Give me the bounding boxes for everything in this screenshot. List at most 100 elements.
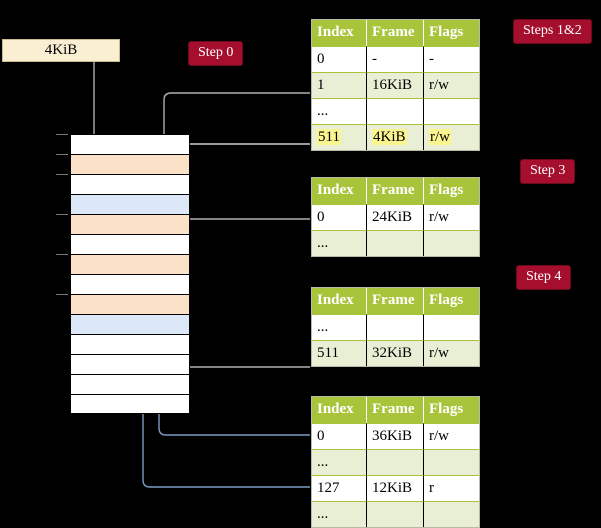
memory-row-extension (159, 314, 190, 334)
memory-row-tick (56, 294, 68, 295)
column-header-flags: Flags (424, 20, 479, 46)
table-cell: 32KiB (367, 340, 424, 366)
table-cell (424, 98, 479, 124)
table-cell (367, 501, 424, 527)
table-cell: 0 (312, 204, 367, 230)
memory-row-extension (159, 234, 190, 254)
table-cell: - (424, 46, 479, 72)
memory-row-extension (159, 214, 190, 234)
memory-row-tick (56, 154, 68, 155)
table-cell: 0 (312, 423, 367, 449)
badge-step-3: Step 3 (520, 159, 576, 184)
table-cell: r/w (424, 72, 479, 98)
highlighted-value: 4KiB (372, 129, 407, 145)
table-cell: r/w (424, 423, 479, 449)
table-cell: 36KiB (367, 423, 424, 449)
badge-step-0: Step 0 (188, 41, 244, 66)
badge-step-4: Step 4 (516, 265, 572, 290)
column-header-flags: Flags (424, 397, 479, 423)
table-row: ... (312, 314, 479, 340)
wire-l1-4kib (168, 143, 310, 151)
table-cell: ... (312, 449, 367, 475)
badge-steps-1-2: Steps 1&2 (513, 19, 592, 44)
table-cell (424, 449, 479, 475)
column-header-flags: Flags (424, 178, 479, 204)
memory-row-tick (56, 214, 68, 215)
table-row: 511 4KiB r/w (312, 124, 479, 150)
wire-l1-4kib-seg (174, 143, 310, 152)
column-header-index: Index (312, 178, 367, 204)
wire-l2-24kib (174, 218, 310, 266)
table-cell: r (424, 475, 479, 501)
memory-row-extension (159, 294, 190, 314)
memory-row-tick (56, 134, 68, 135)
column-header-flags: Flags (424, 288, 479, 314)
column-header-frame: Frame (367, 20, 424, 46)
table-cell: 511 (312, 124, 367, 150)
table-cell (424, 230, 479, 256)
table-row: ... (312, 230, 479, 256)
table-cell: ... (312, 314, 367, 340)
column-header-index: Index (312, 288, 367, 314)
table-cell: 4KiB (367, 124, 424, 150)
memory-row-extension (159, 334, 190, 354)
table-cell (424, 501, 479, 527)
table-cell: 16KiB (367, 72, 424, 98)
table-row: ... (312, 449, 479, 475)
table-cell (367, 98, 424, 124)
memory-row-extension (159, 374, 190, 394)
table-cell: - (367, 46, 424, 72)
table-cell: 511 (312, 340, 367, 366)
table-row: 0-- (312, 46, 479, 72)
column-header-frame: Frame (367, 178, 424, 204)
memory-row-extension (159, 174, 190, 194)
table-cell: 127 (312, 475, 367, 501)
memory-row-extension (159, 134, 190, 154)
source-frame-label: 4KiB (44, 42, 78, 58)
column-header-index: Index (312, 397, 367, 423)
source-frame-box: 4KiB (2, 39, 120, 62)
table-cell (424, 314, 479, 340)
table-cell: 24KiB (367, 204, 424, 230)
memory-row-extension (159, 154, 190, 174)
table-cell: ... (312, 501, 367, 527)
table-cell: 1 (312, 72, 367, 98)
table-row: ... (312, 501, 479, 527)
column-header-frame: Frame (367, 397, 424, 423)
table-cell: 0 (312, 46, 367, 72)
column-header-frame: Frame (367, 288, 424, 314)
memory-row-extension (159, 194, 190, 214)
memory-row-extension (159, 354, 190, 374)
table-row: ... (312, 98, 479, 124)
table-cell: r/w (424, 124, 479, 150)
memory-row-tick (56, 174, 68, 175)
table-cell: r/w (424, 204, 479, 230)
table-cell (367, 230, 424, 256)
table-cell: ... (312, 230, 367, 256)
table-cell: r/w (424, 340, 479, 366)
table-cell (367, 314, 424, 340)
table-cell: ... (312, 98, 367, 124)
memory-row-extension (159, 274, 190, 294)
table-cell (367, 449, 424, 475)
highlighted-value: 511 (317, 129, 341, 145)
table-cell: 12KiB (367, 475, 424, 501)
highlighted-value: r/w (429, 129, 451, 145)
memory-row-extension (159, 394, 190, 414)
column-header-index: Index (312, 20, 367, 46)
memory-row-tick (56, 254, 68, 255)
memory-row-extension (159, 254, 190, 274)
wire-l3-32kib (174, 312, 310, 368)
